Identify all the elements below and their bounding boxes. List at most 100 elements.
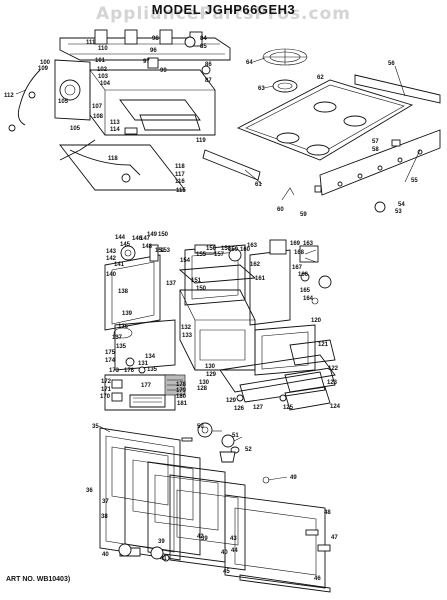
- svg-text:119: 119: [196, 138, 206, 144]
- svg-text:166: 166: [298, 272, 309, 278]
- svg-text:138: 138: [118, 289, 129, 295]
- svg-text:137: 137: [166, 281, 177, 287]
- svg-text:131: 131: [138, 361, 149, 367]
- svg-text:100: 100: [40, 60, 51, 66]
- cooktop-assembly: [202, 48, 441, 213]
- svg-text:110: 110: [98, 46, 108, 52]
- svg-text:99: 99: [160, 68, 167, 74]
- svg-text:44: 44: [231, 548, 238, 554]
- svg-text:132: 132: [181, 325, 192, 331]
- svg-text:47: 47: [331, 535, 338, 541]
- svg-text:163: 163: [247, 243, 258, 249]
- svg-text:179: 179: [176, 388, 187, 394]
- svg-text:64: 64: [246, 60, 253, 66]
- svg-text:149: 149: [147, 232, 158, 238]
- svg-text:169: 169: [290, 241, 301, 247]
- svg-text:104: 104: [100, 81, 111, 87]
- svg-text:125: 125: [283, 405, 294, 411]
- svg-text:37: 37: [102, 499, 109, 505]
- svg-text:48: 48: [324, 510, 331, 516]
- svg-text:130: 130: [205, 364, 216, 370]
- svg-text:53: 53: [395, 209, 402, 215]
- svg-text:35: 35: [92, 424, 99, 430]
- svg-text:165: 165: [300, 288, 311, 294]
- svg-text:49: 49: [290, 475, 297, 481]
- svg-text:174: 174: [105, 358, 116, 364]
- svg-text:98: 98: [152, 36, 159, 42]
- svg-text:62: 62: [317, 75, 324, 81]
- svg-text:181: 181: [177, 401, 188, 407]
- svg-text:39: 39: [201, 536, 208, 542]
- svg-text:102: 102: [97, 67, 108, 73]
- svg-text:97: 97: [143, 59, 150, 65]
- watermark: AppliancePartsPros.com: [95, 4, 351, 24]
- svg-text:115: 115: [176, 188, 186, 194]
- svg-text:55: 55: [411, 178, 418, 184]
- svg-text:56: 56: [388, 61, 395, 67]
- svg-text:40: 40: [221, 550, 228, 556]
- svg-text:134: 134: [145, 354, 156, 360]
- svg-text:133: 133: [182, 333, 193, 339]
- svg-text:150: 150: [158, 232, 169, 238]
- svg-text:162: 162: [250, 262, 261, 268]
- svg-text:122: 122: [328, 366, 339, 372]
- oven-door-assembly: [99, 422, 331, 593]
- svg-text:40: 40: [102, 552, 109, 558]
- art-number: ART NO. WB10403): [6, 576, 71, 583]
- svg-text:85: 85: [200, 44, 207, 50]
- svg-text:151: 151: [191, 278, 202, 284]
- svg-text:152: 152: [155, 248, 166, 254]
- svg-text:63: 63: [258, 86, 265, 92]
- svg-text:140: 140: [106, 272, 117, 278]
- svg-text:111: 111: [86, 40, 96, 46]
- callouts-top-left: 112 105 107 108 105 101 102 103 104 110 …: [4, 36, 212, 194]
- svg-text:178: 178: [176, 382, 187, 388]
- svg-text:61: 61: [255, 182, 262, 188]
- svg-text:118: 118: [108, 156, 118, 162]
- svg-text:101: 101: [95, 58, 106, 64]
- svg-text:175: 175: [105, 350, 116, 356]
- svg-text:135: 135: [116, 344, 127, 350]
- svg-text:52: 52: [245, 447, 252, 453]
- svg-text:159: 159: [228, 247, 239, 253]
- svg-text:38: 38: [101, 514, 108, 520]
- svg-text:46: 46: [314, 576, 321, 582]
- svg-text:86: 86: [205, 62, 212, 68]
- callouts-bottom: 35 36 37 38 39 40 41 42 43 44 45 46 47 4…: [86, 424, 338, 582]
- svg-text:60: 60: [277, 207, 284, 213]
- svg-text:143: 143: [106, 249, 117, 255]
- svg-text:107: 107: [92, 104, 103, 110]
- svg-text:164: 164: [303, 296, 314, 302]
- svg-text:124: 124: [330, 404, 341, 410]
- svg-text:130: 130: [199, 380, 210, 386]
- svg-text:116: 116: [175, 179, 185, 185]
- svg-text:160: 160: [240, 247, 251, 253]
- svg-text:154: 154: [180, 258, 191, 264]
- svg-text:148: 148: [142, 244, 153, 250]
- svg-text:58: 58: [372, 147, 379, 153]
- svg-text:156: 156: [206, 246, 217, 252]
- svg-text:121: 121: [318, 342, 329, 348]
- svg-text:87: 87: [205, 78, 212, 84]
- svg-text:129: 129: [226, 398, 237, 404]
- svg-text:128: 128: [197, 386, 208, 392]
- svg-text:155: 155: [196, 252, 207, 258]
- svg-text:45: 45: [223, 569, 230, 575]
- svg-text:57: 57: [372, 139, 379, 145]
- svg-text:50: 50: [197, 424, 204, 430]
- svg-text:59: 59: [300, 212, 307, 218]
- svg-text:120: 120: [311, 318, 322, 324]
- svg-text:145: 145: [120, 242, 131, 248]
- svg-text:158: 158: [221, 246, 232, 252]
- svg-text:168: 168: [294, 250, 305, 256]
- svg-text:41: 41: [160, 556, 167, 562]
- svg-text:123: 123: [327, 380, 338, 386]
- svg-text:176: 176: [124, 368, 135, 374]
- svg-text:84: 84: [200, 36, 207, 42]
- svg-text:141: 141: [114, 262, 125, 268]
- svg-text:114: 114: [110, 127, 120, 133]
- valve-manifold-assembly: [8, 29, 231, 191]
- callouts-top-right: 64 63 62 56 57 58 61 60 59 55 54 53: [246, 60, 418, 218]
- svg-text:136: 136: [118, 324, 129, 330]
- svg-text:161: 161: [255, 276, 266, 282]
